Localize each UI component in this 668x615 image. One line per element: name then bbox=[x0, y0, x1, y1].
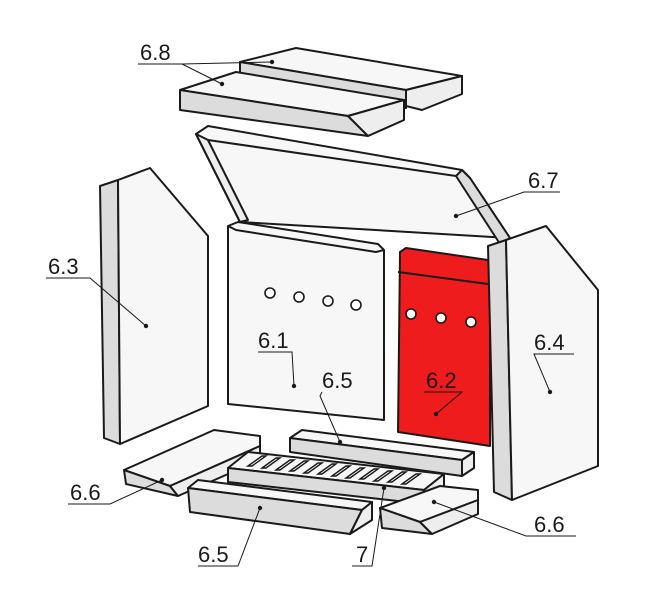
part-6-8-top-slabs bbox=[179, 47, 463, 137]
label-6-5-bottom: 6.5 bbox=[198, 542, 229, 567]
part-labels: 6.8 6.7 6.3 6.1 6.5 6.2 6.4 6.6 6.6 6.5 … bbox=[48, 40, 565, 567]
part-6-5-bottom-brick bbox=[187, 479, 373, 535]
label-7: 7 bbox=[356, 542, 368, 567]
back-panel-hole bbox=[350, 299, 362, 311]
red-panel-hole bbox=[405, 308, 417, 320]
back-panel-hole bbox=[293, 291, 305, 303]
back-panel-hole bbox=[264, 287, 276, 299]
label-6-7: 6.7 bbox=[528, 168, 559, 193]
label-6-6-right: 6.6 bbox=[534, 512, 565, 537]
part-6-1-back-panel bbox=[227, 221, 385, 421]
part-6-3-left-panel bbox=[99, 167, 209, 445]
label-6-2: 6.2 bbox=[426, 368, 457, 393]
part-6-6-right-base bbox=[379, 485, 479, 535]
grate-slots bbox=[245, 455, 423, 485]
red-panel-hole bbox=[465, 316, 477, 328]
label-6-4: 6.4 bbox=[534, 330, 565, 355]
part-6-2-red-panel bbox=[397, 247, 491, 447]
red-panel-hole bbox=[435, 312, 447, 324]
back-panel-hole bbox=[322, 295, 334, 307]
label-6-3: 6.3 bbox=[48, 254, 79, 279]
label-6-6-left: 6.6 bbox=[70, 480, 101, 505]
label-6-1: 6.1 bbox=[258, 328, 289, 353]
part-6-4-right-panel bbox=[487, 225, 599, 501]
leader-lines bbox=[46, 59, 576, 567]
part-6-5-middle-brick bbox=[289, 429, 475, 477]
label-6-5-mid: 6.5 bbox=[322, 368, 353, 393]
label-6-8: 6.8 bbox=[140, 40, 171, 65]
